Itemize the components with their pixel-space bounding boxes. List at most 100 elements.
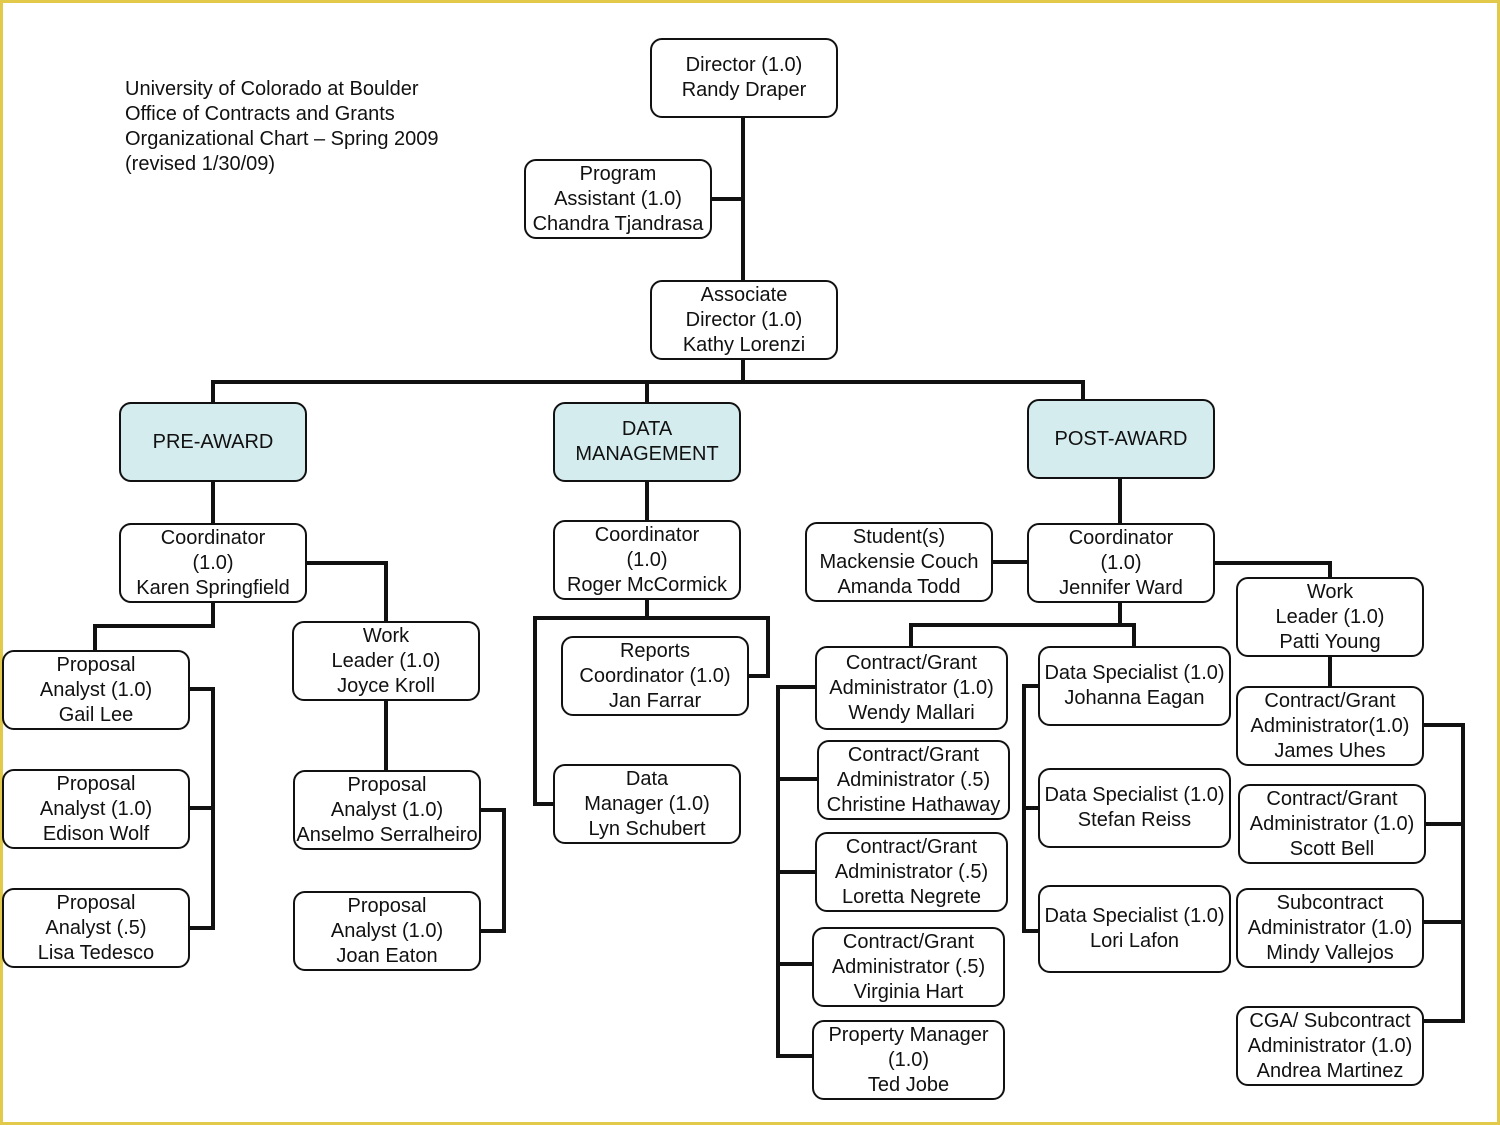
node-cga-wendy-line-1: Contract/Grant: [845, 651, 978, 674]
node-reports-coordinator-line-3: Jan Farrar: [608, 689, 702, 712]
node-reports-coordinator-line-1: Reports: [619, 639, 691, 662]
node-data-management-line-2: MANAGEMENT: [575, 443, 719, 465]
node-analyst-lisa-line-1: Proposal: [56, 891, 136, 914]
node-data-manager-line-2: Manager (1.0): [584, 792, 710, 815]
node-analyst-joan: Proposal Analyst (1.0) Joan Eaton: [293, 891, 481, 971]
node-associate-director-line-1: Associate: [700, 283, 788, 306]
node-students-line-1: Student(s): [852, 525, 946, 548]
node-director: Director (1.0) Randy Draper: [650, 38, 838, 118]
node-pre-coordinator-line-2: (1.0): [192, 551, 234, 574]
node-pre-coordinator: Coordinator (1.0) Karen Springfield: [119, 523, 307, 603]
node-pre-coordinator-line-1: Coordinator: [160, 526, 266, 549]
header-line-1: University of Colorado at Boulder: [125, 78, 419, 100]
node-post-coordinator-line-3: Jennifer Ward: [1059, 576, 1183, 599]
node-subcontract-mindy-line-2: Administrator (1.0): [1247, 916, 1413, 939]
connector-cga-bus: [776, 685, 819, 1058]
node-property-manager-line-1: Property Manager: [828, 1023, 989, 1046]
node-students-line-3: Amanda Todd: [837, 575, 961, 598]
node-ds-stefan-line-2: Stefan Reiss: [1077, 809, 1192, 831]
connector-right-analyst-bus: [479, 808, 506, 933]
node-cga-james-line-3: James Uhes: [1274, 739, 1386, 762]
node-pre-award-line-1: PRE-AWARD: [152, 430, 274, 453]
node-post-work-leader-line-3: Patti Young: [1279, 630, 1381, 653]
node-ds-lori: Data Specialist (1.0) Lori Lafon: [1038, 885, 1231, 973]
node-program-assistant-line-1: Program: [579, 162, 657, 185]
node-ds-stefan-line-1: Data Specialist (1.0): [1044, 784, 1225, 806]
node-pre-work-leader-line-2: Leader (1.0): [331, 649, 441, 672]
node-cga-virginia-line-1: Contract/Grant: [842, 930, 975, 953]
node-analyst-lisa: Proposal Analyst (.5) Lisa Tedesco: [2, 888, 190, 968]
node-data-management-line-1: DATA: [621, 418, 673, 440]
node-analyst-edison: Proposal Analyst (1.0) Edison Wolf: [2, 769, 190, 849]
node-pre-work-leader-line-3: Joyce Kroll: [337, 674, 435, 697]
node-cga-loretta-line-1: Contract/Grant: [845, 835, 978, 858]
node-analyst-gail-line-1: Proposal: [56, 653, 136, 676]
node-cga-loretta-line-2: Administrator (.5): [834, 860, 989, 883]
node-cga-christine-line-2: Administrator (.5): [836, 768, 991, 791]
node-subcontract-mindy-line-3: Mindy Vallejos: [1266, 941, 1394, 964]
node-analyst-anselmo-line-3: Anselmo Serralheiro: [296, 823, 478, 846]
node-cga-wendy: Contract/Grant Administrator (1.0) Wendy…: [815, 646, 1008, 730]
chart-header: University of Colorado at Boulder Office…: [125, 77, 439, 177]
node-analyst-joan-line-3: Joan Eaton: [336, 944, 438, 967]
node-cga-james-line-1: Contract/Grant: [1264, 689, 1396, 712]
node-subcontract-mindy-line-1: Subcontract: [1276, 891, 1384, 914]
node-cga-wendy-line-3: Wendy Mallari: [848, 701, 975, 724]
node-post-coordinator-line-1: Coordinator: [1068, 526, 1174, 549]
node-data-manager: Data Manager (1.0) Lyn Schubert: [553, 764, 741, 844]
node-reports-coordinator-line-2: Coordinator (1.0): [579, 664, 731, 687]
node-dm-coordinator-line-2: (1.0): [626, 548, 668, 571]
node-reports-coordinator: Reports Coordinator (1.0) Jan Farrar: [561, 636, 749, 716]
node-analyst-joan-line-2: Analyst (1.0): [330, 919, 444, 942]
node-property-manager-line-2: (1.0): [887, 1048, 930, 1071]
node-ds-stefan: Data Specialist (1.0) Stefan Reiss: [1038, 768, 1231, 848]
node-pre-coordinator-line-3: Karen Springfield: [136, 576, 290, 599]
node-cga-virginia-line-2: Administrator (.5): [831, 955, 986, 978]
node-cga-wendy-line-2: Administrator (1.0): [829, 676, 994, 699]
node-analyst-edison-line-2: Analyst (1.0): [39, 797, 153, 820]
header-line-4: (revised 1/30/09): [125, 153, 276, 175]
node-ds-lori-line-2: Lori Lafon: [1090, 930, 1179, 952]
node-analyst-gail: Proposal Analyst (1.0) Gail Lee: [2, 650, 190, 730]
node-students-line-2: Mackensie Couch: [819, 550, 979, 573]
node-analyst-anselmo-line-1: Proposal: [347, 773, 427, 796]
node-subcontract-mindy: Subcontract Administrator (1.0) Mindy Va…: [1236, 888, 1424, 968]
connector-right-cga-bus: [1422, 723, 1465, 1023]
node-cga-virginia: Contract/Grant Administrator (.5) Virgin…: [812, 927, 1005, 1007]
node-data-manager-line-3: Lyn Schubert: [588, 817, 706, 840]
connector-pre-analysts: [93, 601, 215, 652]
node-cga-andrea-line-3: Andrea Martinez: [1256, 1059, 1404, 1082]
node-cga-loretta: Contract/Grant Administrator (.5) Lorett…: [815, 832, 1008, 912]
node-cga-scott-line-2: Administrator (1.0): [1249, 812, 1415, 835]
connector-pre-work-leader: [305, 561, 388, 623]
node-cga-loretta-line-3: Loretta Negrete: [842, 885, 981, 908]
node-analyst-lisa-line-3: Lisa Tedesco: [37, 941, 155, 964]
node-dm-coordinator-line-3: Roger McCormick: [566, 573, 728, 596]
node-cga-virginia-line-3: Virginia Hart: [853, 980, 964, 1003]
node-cga-andrea-line-1: CGA/ Subcontract: [1249, 1009, 1411, 1032]
node-associate-director-line-2: Director (1.0): [685, 308, 803, 331]
node-program-assistant-line-3: Chandra Tjandrasa: [532, 212, 704, 235]
connector-ds-bus: [1022, 684, 1040, 933]
node-cga-christine: Contract/Grant Administrator (.5) Christ…: [817, 740, 1010, 820]
node-dm-coordinator-line-1: Coordinator: [594, 523, 700, 546]
node-director-line-1: Director (1.0): [685, 54, 803, 76]
node-cga-scott: Contract/Grant Administrator (1.0) Scott…: [1238, 784, 1426, 864]
node-post-coordinator-line-2: (1.0): [1100, 551, 1142, 574]
node-post-award-line-1: POST-AWARD: [1054, 427, 1188, 450]
node-ds-johanna-line-2: Johanna Eagan: [1064, 687, 1205, 709]
node-analyst-lisa-line-2: Analyst (.5): [45, 916, 147, 939]
node-analyst-joan-line-1: Proposal: [347, 894, 427, 917]
node-pre-award: PRE-AWARD: [119, 402, 307, 482]
header-line-2: Office of Contracts and Grants: [125, 103, 395, 125]
node-analyst-anselmo-line-2: Analyst (1.0): [330, 798, 444, 821]
node-cga-scott-line-1: Contract/Grant: [1266, 787, 1398, 810]
node-property-manager: Property Manager (1.0) Ted Jobe: [812, 1020, 1005, 1100]
node-ds-lori-line-1: Data Specialist (1.0): [1044, 905, 1225, 927]
node-program-assistant-line-2: Assistant (1.0): [554, 187, 682, 210]
node-analyst-anselmo: Proposal Analyst (1.0) Anselmo Serralhei…: [293, 770, 481, 850]
node-post-award: POST-AWARD: [1027, 399, 1215, 479]
node-cga-james: Contract/Grant Administrator(1.0) James …: [1236, 686, 1424, 766]
node-ds-johanna: Data Specialist (1.0) Johanna Eagan: [1038, 646, 1231, 726]
